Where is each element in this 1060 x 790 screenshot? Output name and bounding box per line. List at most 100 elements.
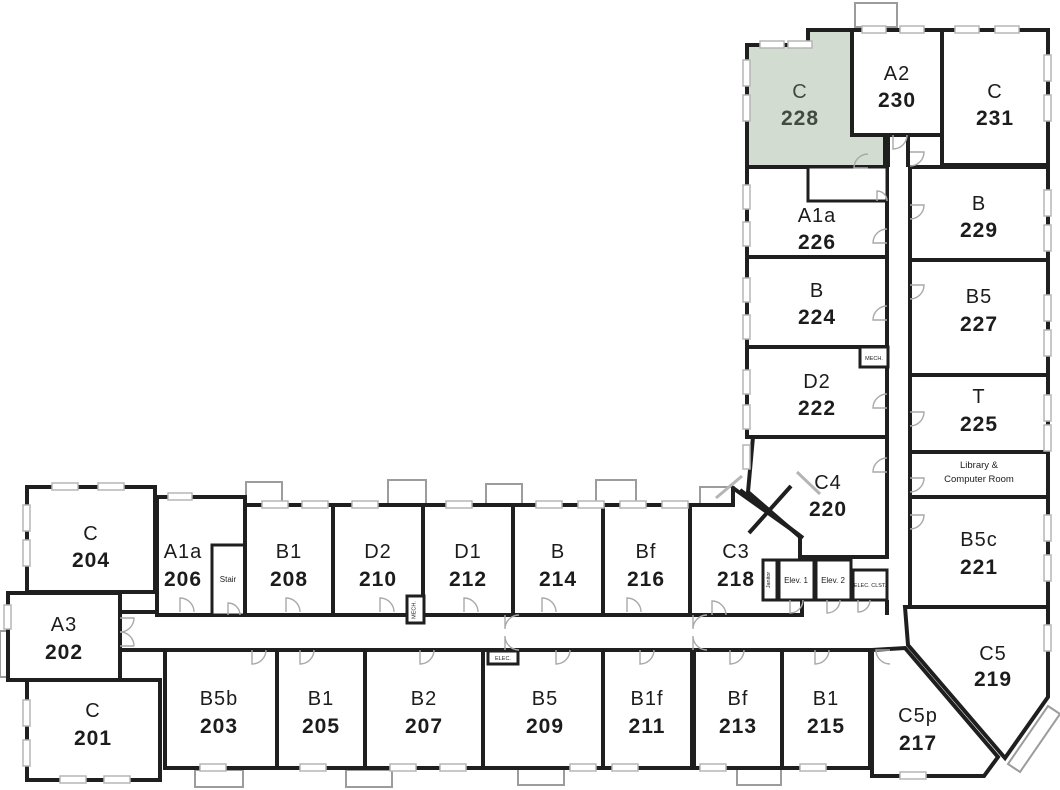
- room-type: C: [85, 700, 100, 722]
- library-computer-room: Library & Computer Room: [908, 450, 1050, 499]
- elevator-1-label: Elev. 1: [784, 576, 808, 585]
- room-number: 209: [526, 715, 564, 738]
- room-type: D1: [454, 541, 482, 563]
- room-number: 210: [359, 568, 397, 591]
- window-markers: [3, 25, 1052, 784]
- room-type: B5c: [960, 529, 997, 551]
- stair-box-overlay: [806, 165, 889, 203]
- mech-label: MECH.: [412, 601, 418, 619]
- room-205[interactable]: B1 205: [275, 648, 367, 770]
- room-219[interactable]: C5 219: [902, 605, 1050, 762]
- room-type: A1a: [798, 205, 837, 227]
- room-215[interactable]: B1 215: [780, 648, 872, 770]
- room-number: 228: [781, 107, 819, 130]
- room-number: 229: [960, 219, 998, 242]
- room-203[interactable]: B5b 203: [163, 648, 279, 770]
- room-number: 226: [798, 231, 836, 254]
- room-type: T: [972, 386, 985, 408]
- room-type: A3: [51, 614, 77, 636]
- room-221[interactable]: B5c 221: [908, 495, 1050, 609]
- room-231[interactable]: C 231: [940, 28, 1050, 167]
- room-number: 208: [270, 568, 308, 591]
- room-type: C: [792, 81, 807, 103]
- janitor-label: Janitor: [766, 572, 772, 589]
- room-type: A1a: [164, 541, 203, 563]
- room-type: C4: [814, 472, 842, 494]
- room-type: B1: [276, 541, 302, 563]
- room-number: 225: [960, 413, 998, 436]
- mech-lower: MECH.: [405, 594, 426, 625]
- room-211[interactable]: B1f 211: [601, 648, 694, 770]
- room-type: B5b: [200, 688, 239, 710]
- room-number: 230: [878, 89, 916, 112]
- room-type: C5: [979, 643, 1007, 665]
- elec-closet-lower: ELEC.: [486, 649, 520, 666]
- room-number: 205: [302, 715, 340, 738]
- room-number: 219: [974, 668, 1012, 691]
- room-225[interactable]: T 225: [908, 373, 1050, 454]
- elec-label: ELEC.: [495, 656, 511, 662]
- room-type: B1f: [630, 688, 663, 710]
- elevator-2: Elev. 2: [814, 558, 853, 602]
- room-number: 218: [717, 568, 755, 591]
- room-201[interactable]: C 201: [25, 678, 162, 782]
- room-number: 201: [74, 727, 112, 750]
- room-229[interactable]: B 229: [908, 165, 1050, 262]
- room-204[interactable]: C 204: [25, 485, 157, 594]
- room-number: 224: [798, 306, 836, 329]
- room-type: B1: [813, 688, 839, 710]
- elec-clst-label: ELEC. CLST.: [854, 583, 887, 589]
- room-type: D2: [803, 371, 831, 393]
- room-number: 206: [164, 568, 202, 591]
- room-type: C: [83, 523, 98, 545]
- room-type: B5: [532, 688, 558, 710]
- room-227[interactable]: B5 227: [908, 258, 1050, 377]
- room-209[interactable]: B5 209: [481, 648, 605, 770]
- room-number: 215: [807, 715, 845, 738]
- room-type: C5p: [898, 705, 938, 727]
- electrical-closet: ELEC. CLST.: [851, 568, 889, 602]
- room-number: 202: [45, 641, 83, 664]
- room-type: C3: [722, 541, 750, 563]
- room-number: 214: [539, 568, 577, 591]
- room-224[interactable]: B 224: [745, 255, 889, 349]
- room-number: 231: [976, 107, 1014, 130]
- room-type: Bf: [636, 541, 657, 563]
- room-type: B: [810, 280, 824, 302]
- room-type: B: [551, 541, 565, 563]
- room-number: 227: [960, 313, 998, 336]
- room-type: B2: [411, 688, 437, 710]
- room-type: C: [987, 81, 1002, 103]
- room-217[interactable]: C5p 217: [870, 645, 1001, 778]
- room-213[interactable]: Bf 213: [692, 648, 784, 770]
- room-207[interactable]: B2 207: [363, 648, 485, 770]
- room-220[interactable]: C4 220: [745, 435, 889, 559]
- room-226[interactable]: A1a 226: [745, 165, 889, 259]
- elevator-1: Elev. 1: [777, 558, 816, 602]
- janitor-closet: Janitor: [761, 558, 779, 602]
- room-number: 207: [405, 715, 443, 738]
- room-type: B5: [966, 286, 992, 308]
- mech-upper: MECH.: [858, 345, 890, 369]
- room-type: D2: [364, 541, 392, 563]
- room-number: 211: [629, 715, 666, 738]
- room-number: 221: [960, 556, 998, 579]
- room-number: 216: [627, 568, 665, 591]
- room-number: 204: [72, 549, 110, 572]
- stair-label: Stair: [220, 575, 237, 584]
- room-number: 213: [719, 715, 757, 738]
- elevator-2-label: Elev. 2: [821, 576, 845, 585]
- room-216[interactable]: Bf 216: [601, 503, 692, 617]
- room-202[interactable]: A3 202: [6, 591, 122, 682]
- door-swings: [119, 134, 925, 665]
- room-214[interactable]: B 214: [511, 503, 605, 617]
- room-type: B: [972, 193, 986, 215]
- room-number: 212: [449, 568, 487, 591]
- room-230[interactable]: A2 230: [850, 28, 944, 137]
- room-208[interactable]: B1 208: [243, 503, 335, 617]
- room-number: 220: [809, 498, 847, 521]
- room-number: 203: [200, 715, 238, 738]
- corner-bay-detail: [715, 470, 822, 540]
